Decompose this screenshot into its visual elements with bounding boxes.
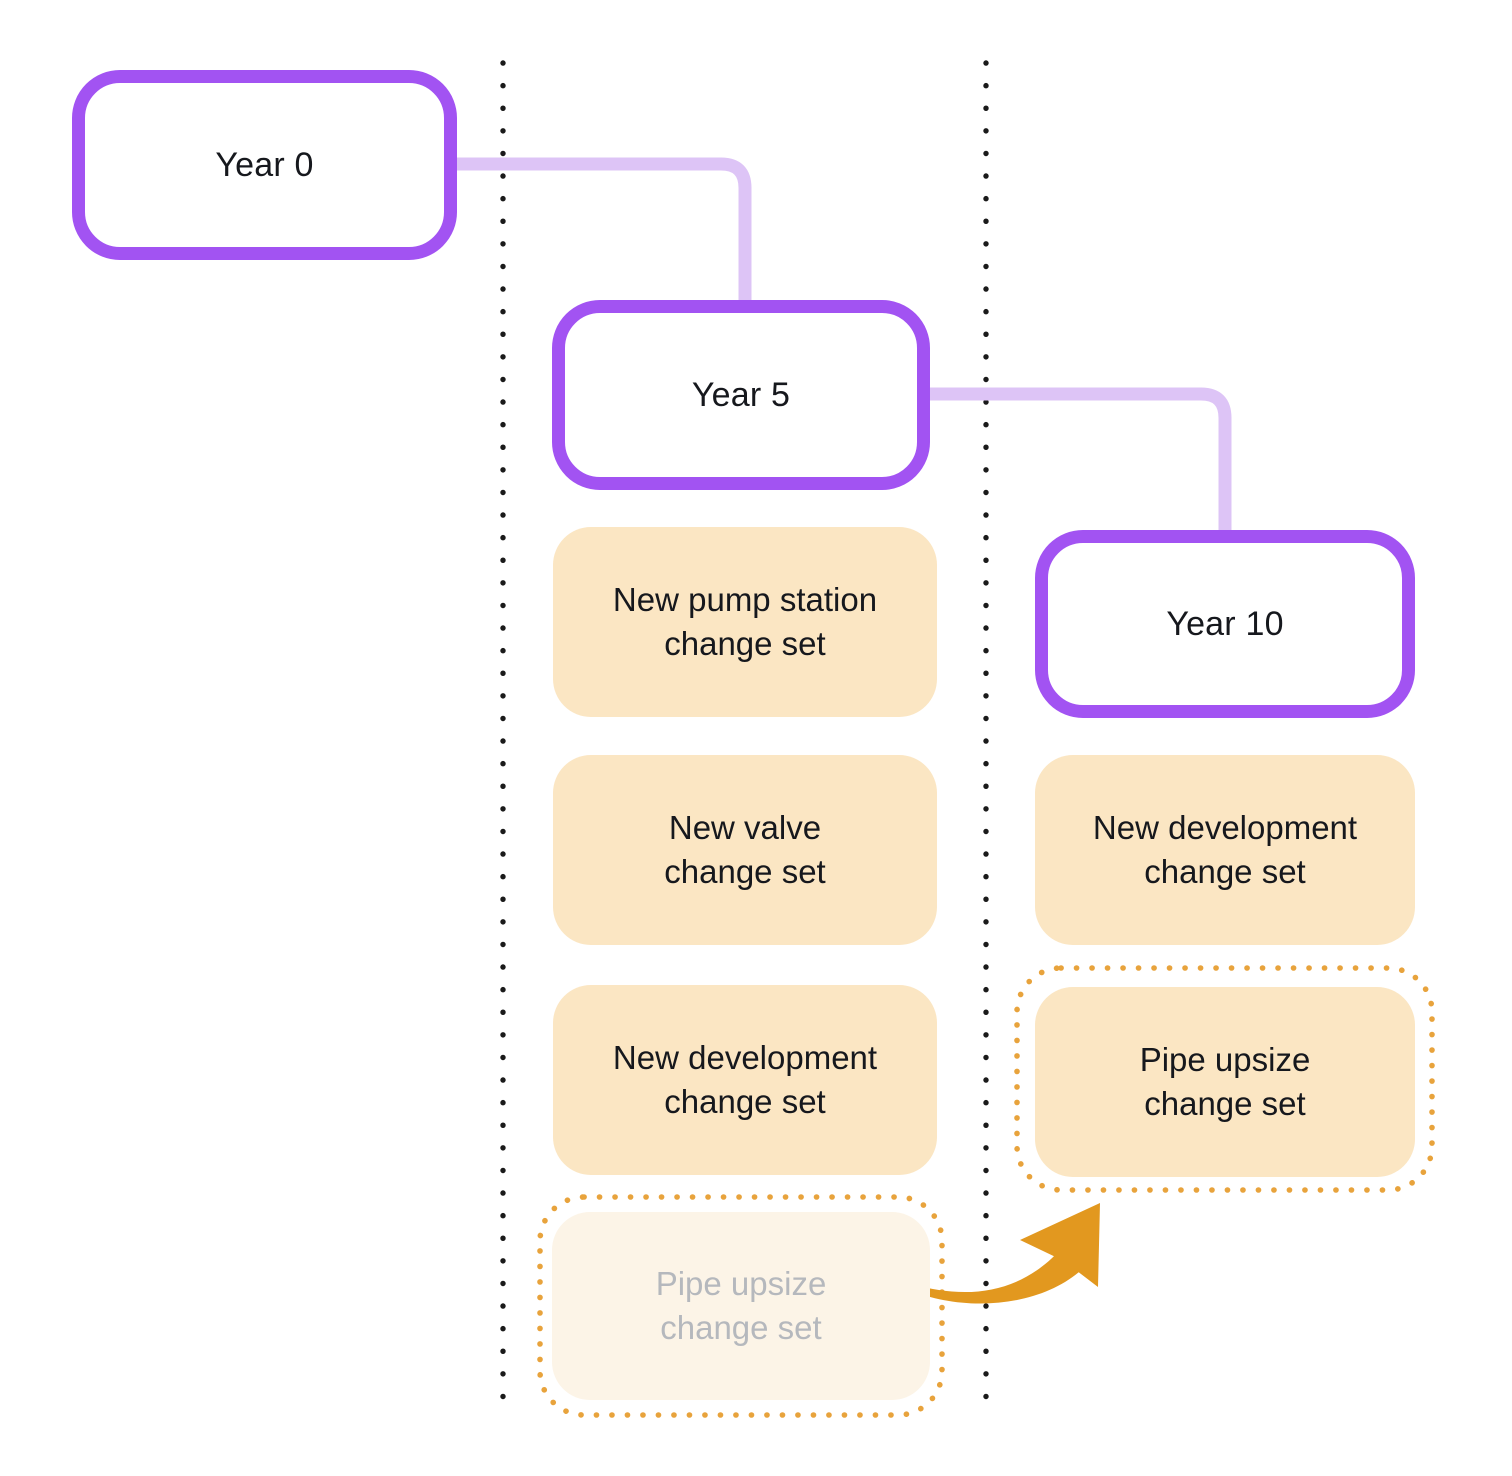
changeset-label: New development change set (1092, 809, 1358, 890)
year-0-node: Year 0 (72, 70, 457, 260)
changeset-pipe-upsize-year10: Pipe upsize change set (1035, 987, 1415, 1177)
changeset-new-development-year5: New development change set (553, 985, 937, 1175)
changeset-new-valve: New valve change set (553, 755, 937, 945)
highlight-outline-pipe-upsize-year10 (1014, 965, 1435, 1193)
year-10-node: Year 10 (1035, 530, 1415, 718)
year-5-node: Year 5 (552, 300, 930, 490)
changeset-new-pump-station: New pump station change set (553, 527, 937, 717)
branch-connector-year0-year5 (457, 157, 752, 302)
changeset-label: New development change set (612, 1039, 878, 1120)
changeset-new-development-year10: New development change set (1035, 755, 1415, 945)
branch-connector-year5-year10 (928, 387, 1232, 532)
year-5-label: Year 5 (691, 375, 791, 414)
year-0-label: Year 0 (215, 145, 314, 184)
changeset-label: New valve change set (664, 809, 826, 890)
year-10-label: Year 10 (1166, 604, 1284, 643)
changeset-label: Pipe upsize change set (1139, 1041, 1311, 1122)
changeset-label: Pipe upsize change set (655, 1265, 827, 1346)
highlight-outline-pipe-upsize-year5 (537, 1194, 945, 1418)
promote-arrow-icon (910, 1203, 1100, 1304)
changeset-label: New pump station change set (612, 581, 878, 662)
changeset-pipe-upsize-year5-faded: Pipe upsize change set (552, 1212, 930, 1400)
